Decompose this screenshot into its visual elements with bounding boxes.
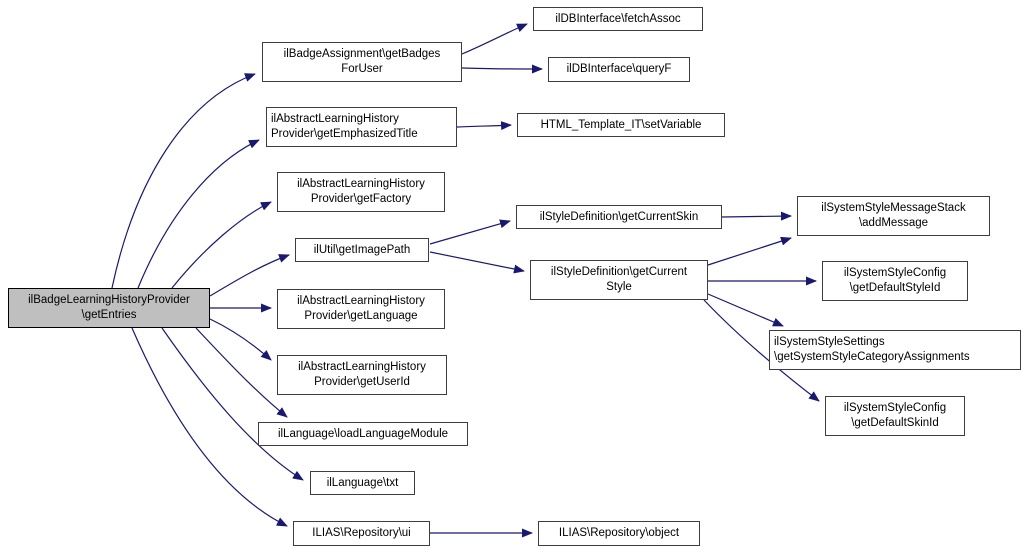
edge-getEntries-getEmphasizedTitle — [137, 139, 260, 289]
edge-getEntries-getBadgesForUser — [111, 73, 256, 289]
node-repoUi[interactable]: ILIAS\Repository\ui — [293, 521, 430, 546]
node-repoObject[interactable]: ILIAS\Repository\object — [538, 521, 700, 546]
node-getCurrentSkin[interactable]: ilStyleDefinition\getCurrentSkin — [516, 205, 722, 229]
node-getUserId[interactable]: ilAbstractLearningHistory Provider\getUs… — [277, 355, 447, 395]
node-getLanguage[interactable]: ilAbstractLearningHistory Provider\getLa… — [277, 289, 445, 329]
edge-getCurrentSkin-addMessage — [721, 211, 792, 221]
node-getFactory[interactable]: ilAbstractLearningHistory Provider\getFa… — [277, 172, 445, 212]
edge-getBadgesForUser-queryF — [461, 64, 543, 74]
node-fetchAssoc[interactable]: ilDBInterface\fetchAssoc — [533, 7, 703, 31]
node-getEmphasizedTitle[interactable]: ilAbstractLearningHistory Provider\getEm… — [266, 107, 457, 147]
node-getCurrentStyle[interactable]: ilStyleDefinition\getCurrent Style — [530, 260, 708, 300]
edge-getBadgesForUser-fetchAssoc — [461, 23, 528, 55]
edge-getCurrentStyle-addMessage — [707, 236, 792, 266]
edge-getEntries-loadLanguageModule — [195, 327, 288, 418]
node-getDefaultStyleId[interactable]: ilSystemStyleConfig \getDefaultStyleId — [822, 261, 968, 301]
node-getEntries: ilBadgeLearningHistoryProvider \getEntri… — [8, 288, 210, 328]
edge-getImagePath-getCurrentStyle — [429, 251, 525, 274]
node-addMessage[interactable]: ilSystemStyleMessageStack \addMessage — [797, 196, 990, 236]
node-getDefaultSkinId[interactable]: ilSystemStyleConfig \getDefaultSkinId — [825, 396, 965, 436]
edge-getEntries-getFactory — [171, 201, 272, 289]
node-getSystemStyleCategoryAssignments[interactable]: ilSystemStyleSettings \getSystemStyleCat… — [769, 330, 1021, 370]
node-queryF[interactable]: ilDBInterface\queryF — [548, 57, 690, 82]
node-getImagePath[interactable]: ilUtil\getImagePath — [295, 238, 429, 262]
node-getBadgesForUser[interactable]: ilBadgeAssignment\getBadges ForUser — [262, 42, 462, 82]
node-setVariable[interactable]: HTML_Template_IT\setVariable — [517, 113, 725, 137]
edge-getEntries-txt — [161, 327, 304, 481]
edge-getEntries-getUserId — [209, 318, 272, 361]
node-loadLanguageModule[interactable]: ilLanguage\loadLanguageModule — [258, 422, 468, 446]
edge-getEmphasizedTitle-setVariable — [456, 121, 512, 131]
edge-getCurrentStyle-getDefaultSkinId — [703, 299, 820, 402]
edge-getEntries-repoUi — [131, 327, 288, 527]
edge-getCurrentStyle-getSystemStyleCategoryAssignments — [707, 293, 784, 327]
edge-getEntries-getImagePath — [209, 254, 290, 297]
edge-getImagePath-getCurrentSkin — [429, 219, 511, 245]
node-txt[interactable]: ilLanguage\txt — [310, 471, 415, 495]
